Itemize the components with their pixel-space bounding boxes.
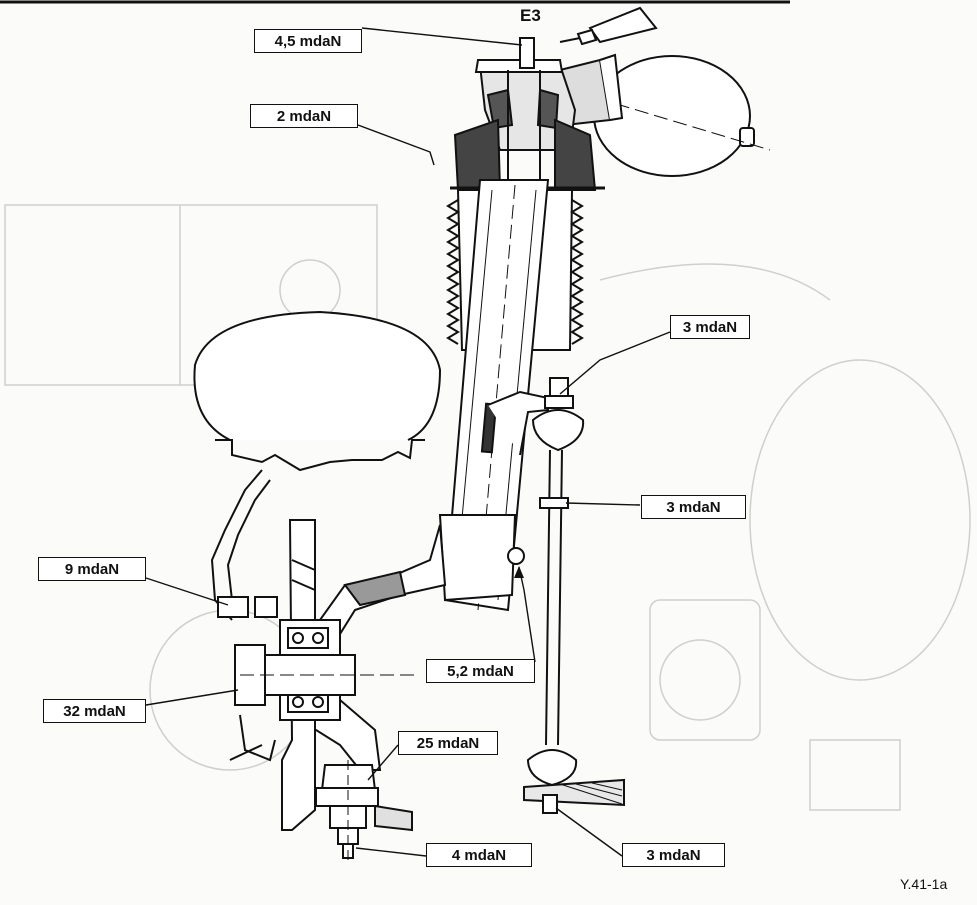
strut-assembly — [299, 37, 771, 771]
leader-lines — [145, 27, 671, 857]
grease-tube-icon — [559, 6, 658, 46]
torque-label-rod-top: 3 mdaN — [670, 315, 750, 339]
hub-bearing — [217, 596, 420, 762]
torque-label-lower-nut: 4 mdaN — [426, 843, 532, 867]
torque-label-strut-clamp: 5,2 mdaN — [426, 659, 535, 683]
anti-roll-link — [523, 377, 625, 814]
torque-label-top-nut: 4,5 mdaN — [254, 29, 362, 53]
torque-label-rod-bottom: 3 mdaN — [622, 843, 725, 867]
marker-label: E3 — [520, 6, 541, 25]
torque-label-hub-nut: 32 mdaN — [43, 699, 146, 723]
torque-label-upper-mount: 2 mdaN — [250, 104, 358, 128]
strut-clamp-arrow — [514, 566, 524, 578]
figure-reference: Y.41-1a — [900, 876, 948, 892]
torque-label-ball-joint: 25 mdaN — [398, 731, 498, 755]
ball-joint — [315, 760, 413, 860]
torque-label-rod-mid: 3 mdaN — [641, 495, 746, 519]
strut-clamp — [438, 514, 517, 602]
torque-label-hub-bolt: 9 mdaN — [38, 557, 146, 581]
